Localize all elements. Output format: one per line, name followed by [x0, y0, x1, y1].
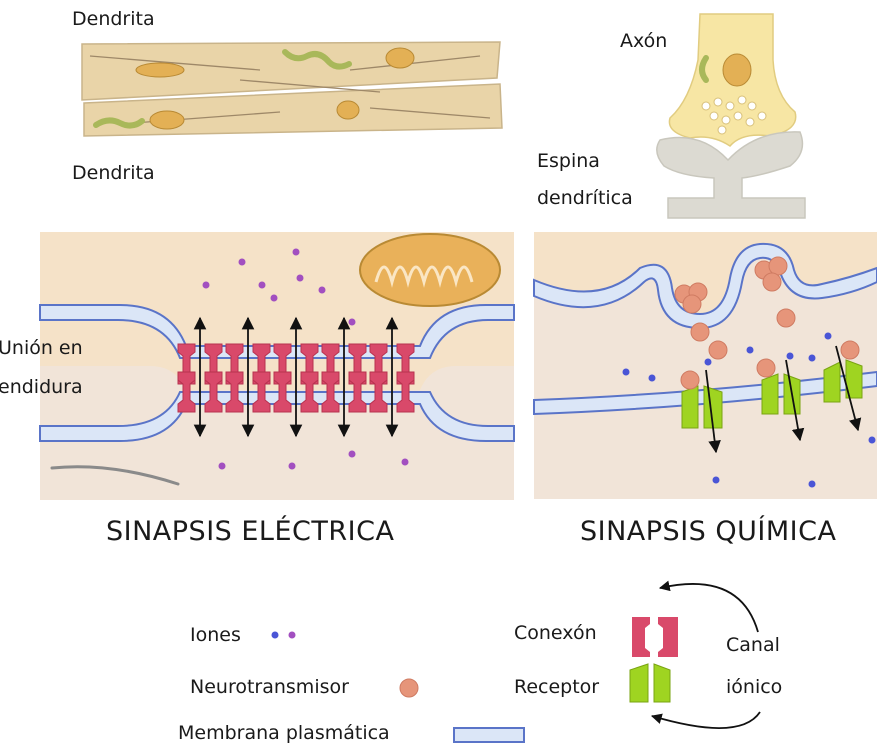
axon-label: Axón	[620, 30, 667, 52]
membrane-legend-icon	[454, 728, 524, 742]
chemical-synapse-title: SINAPSIS QUÍMICA	[580, 516, 836, 547]
connexon-legend-icon	[632, 617, 678, 657]
spine-label-line2: dendrítica	[537, 187, 633, 209]
legend-channel-label-line2: iónico	[726, 676, 782, 698]
dendrite-label-top: Dendrita	[72, 8, 155, 30]
legend	[272, 584, 761, 742]
mitochondrion	[136, 63, 184, 77]
neurotransmitter-legend-icon	[400, 679, 418, 697]
gap-junction-label-line1: Unión en	[0, 337, 83, 359]
electrical-synapse-title: SINAPSIS ELÉCTRICA	[106, 516, 394, 547]
legend-receptor-label: Receptor	[514, 676, 599, 698]
gap-junction-label-line2: endidura	[0, 376, 83, 398]
mitochondrion	[150, 111, 184, 129]
electrical-synapse-panel	[40, 232, 514, 500]
dendrite-pair-illustration	[82, 42, 502, 136]
axon-spine-illustration	[657, 14, 805, 218]
legend-connexon-label: Conexón	[514, 622, 597, 644]
ion-legend-icon	[272, 632, 296, 639]
receptor-legend-icon	[630, 664, 670, 702]
legend-membrane-label: Membrana plasmática	[178, 722, 390, 744]
legend-neurotransmitter-label: Neurotransmisor	[190, 676, 349, 698]
mitochondrion	[337, 101, 359, 119]
mitochondrion	[723, 54, 751, 86]
cycle-arrow-bottom	[652, 712, 760, 728]
dendrite-label-bottom: Dendrita	[72, 162, 155, 184]
mitochondrion	[386, 48, 414, 68]
legend-channel-label-line1: Canal	[726, 634, 780, 656]
mitochondrion	[360, 234, 500, 306]
chemical-synapse-panel	[534, 232, 877, 499]
legend-ions-label: Iones	[190, 624, 241, 646]
spine-label-line1: Espina	[537, 150, 600, 172]
